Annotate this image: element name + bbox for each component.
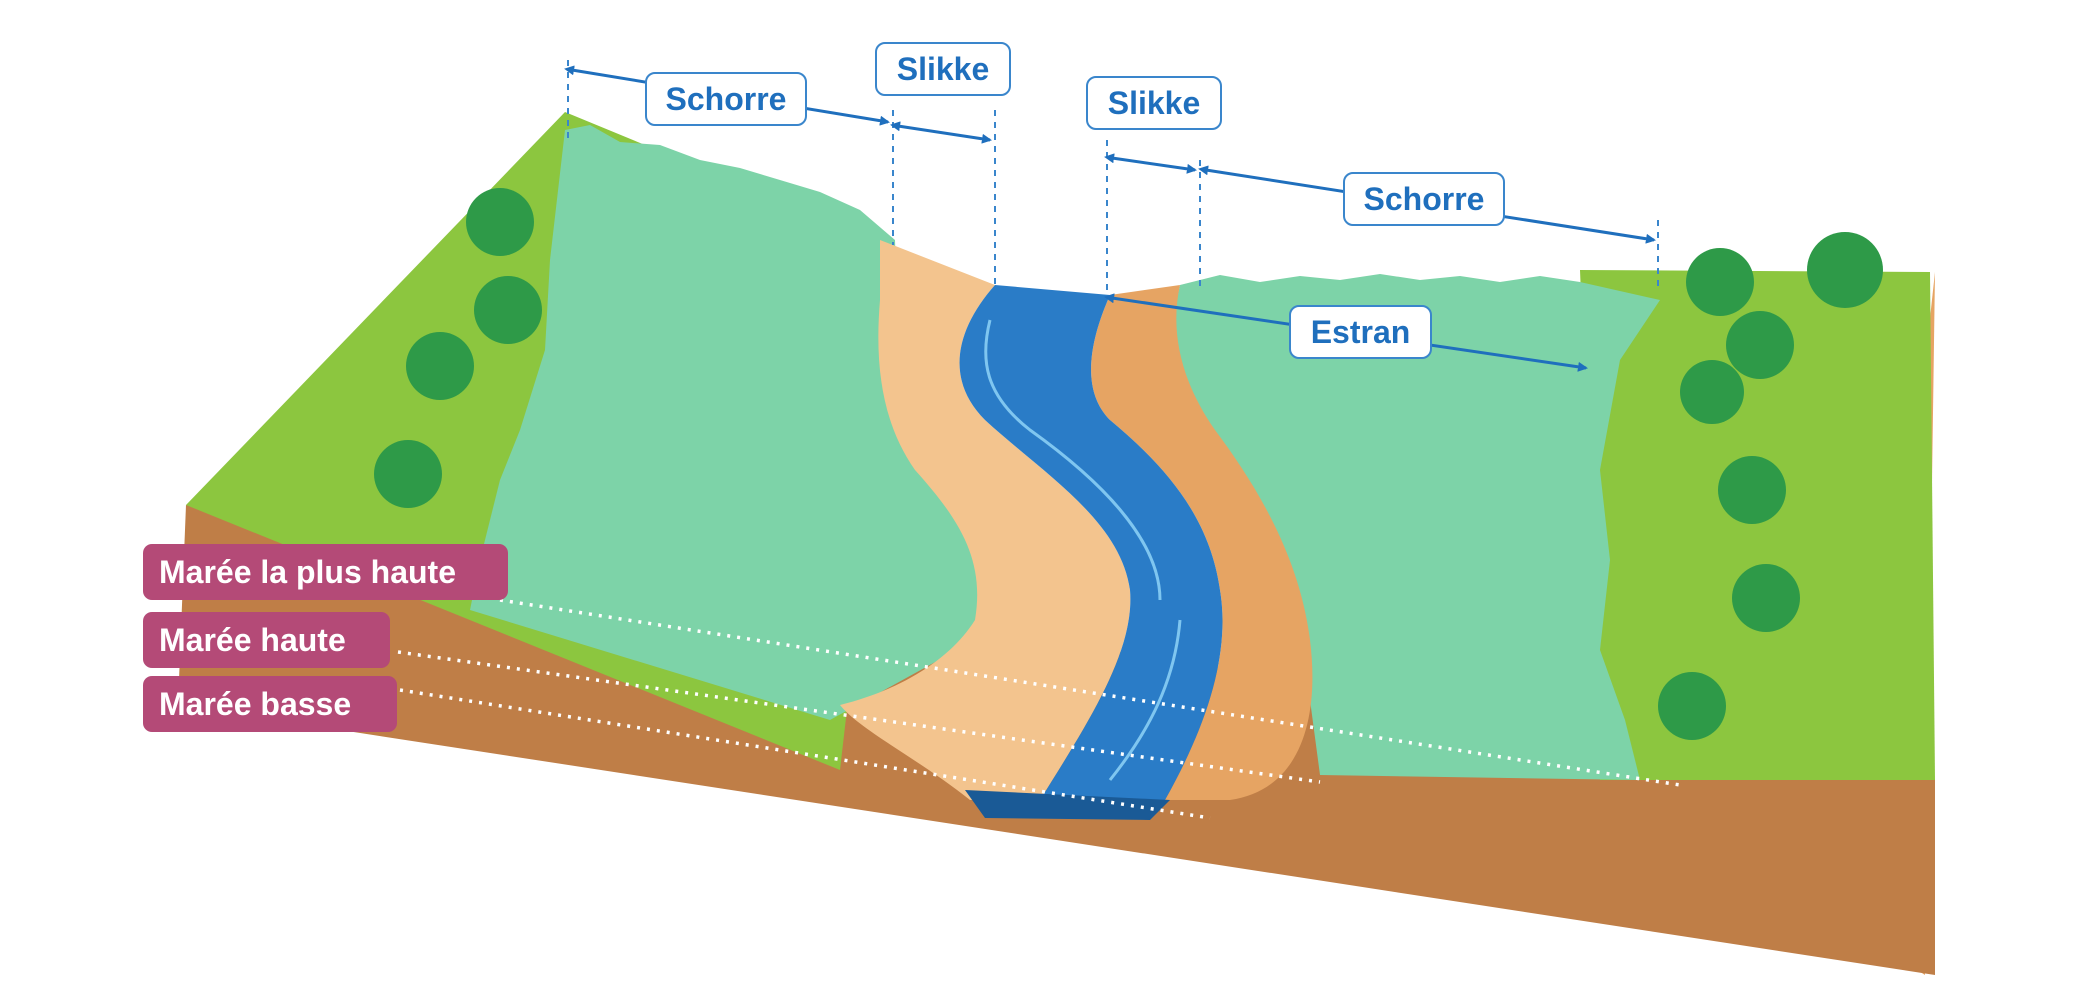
bush-icon bbox=[1807, 232, 1883, 308]
river-shadow bbox=[965, 790, 1170, 820]
label-slikke-right: Slikke bbox=[1086, 76, 1222, 130]
bush-icon bbox=[1680, 360, 1744, 424]
slikke-left-arrow bbox=[890, 121, 992, 144]
tide-label-low: Marée basse bbox=[143, 676, 397, 732]
label-schorre-right: Schorre bbox=[1343, 172, 1505, 226]
bush-icon bbox=[1726, 311, 1794, 379]
bush-icon bbox=[406, 332, 474, 400]
label-schorre-left: Schorre bbox=[645, 72, 807, 126]
bush-icon bbox=[474, 276, 542, 344]
bush-icon bbox=[1658, 672, 1726, 740]
slikke-right-arrow bbox=[1104, 153, 1197, 174]
bush-icon bbox=[1718, 456, 1786, 524]
marsh-left bbox=[470, 125, 985, 720]
grass-right bbox=[1580, 270, 1935, 780]
label-estran: Estran bbox=[1289, 305, 1432, 359]
river-channel bbox=[959, 285, 1223, 800]
river-highlight bbox=[1108, 619, 1182, 781]
tide-line-low bbox=[399, 688, 1211, 820]
bush-cluster bbox=[374, 188, 1883, 740]
tide-lines bbox=[397, 598, 1681, 820]
river-highlight bbox=[984, 319, 1162, 601]
bush-icon bbox=[374, 440, 442, 508]
bush-icon bbox=[1732, 564, 1800, 632]
bush-icon bbox=[1686, 248, 1754, 316]
mudflat-right bbox=[1091, 285, 1313, 800]
tide-label-high: Marée haute bbox=[143, 612, 390, 668]
bush-icon bbox=[466, 188, 534, 256]
mudflat-left bbox=[840, 240, 1131, 800]
tide-label-highest: Marée la plus haute bbox=[143, 544, 508, 600]
marsh-right bbox=[1170, 274, 1660, 780]
label-slikke-left: Slikke bbox=[875, 42, 1011, 96]
